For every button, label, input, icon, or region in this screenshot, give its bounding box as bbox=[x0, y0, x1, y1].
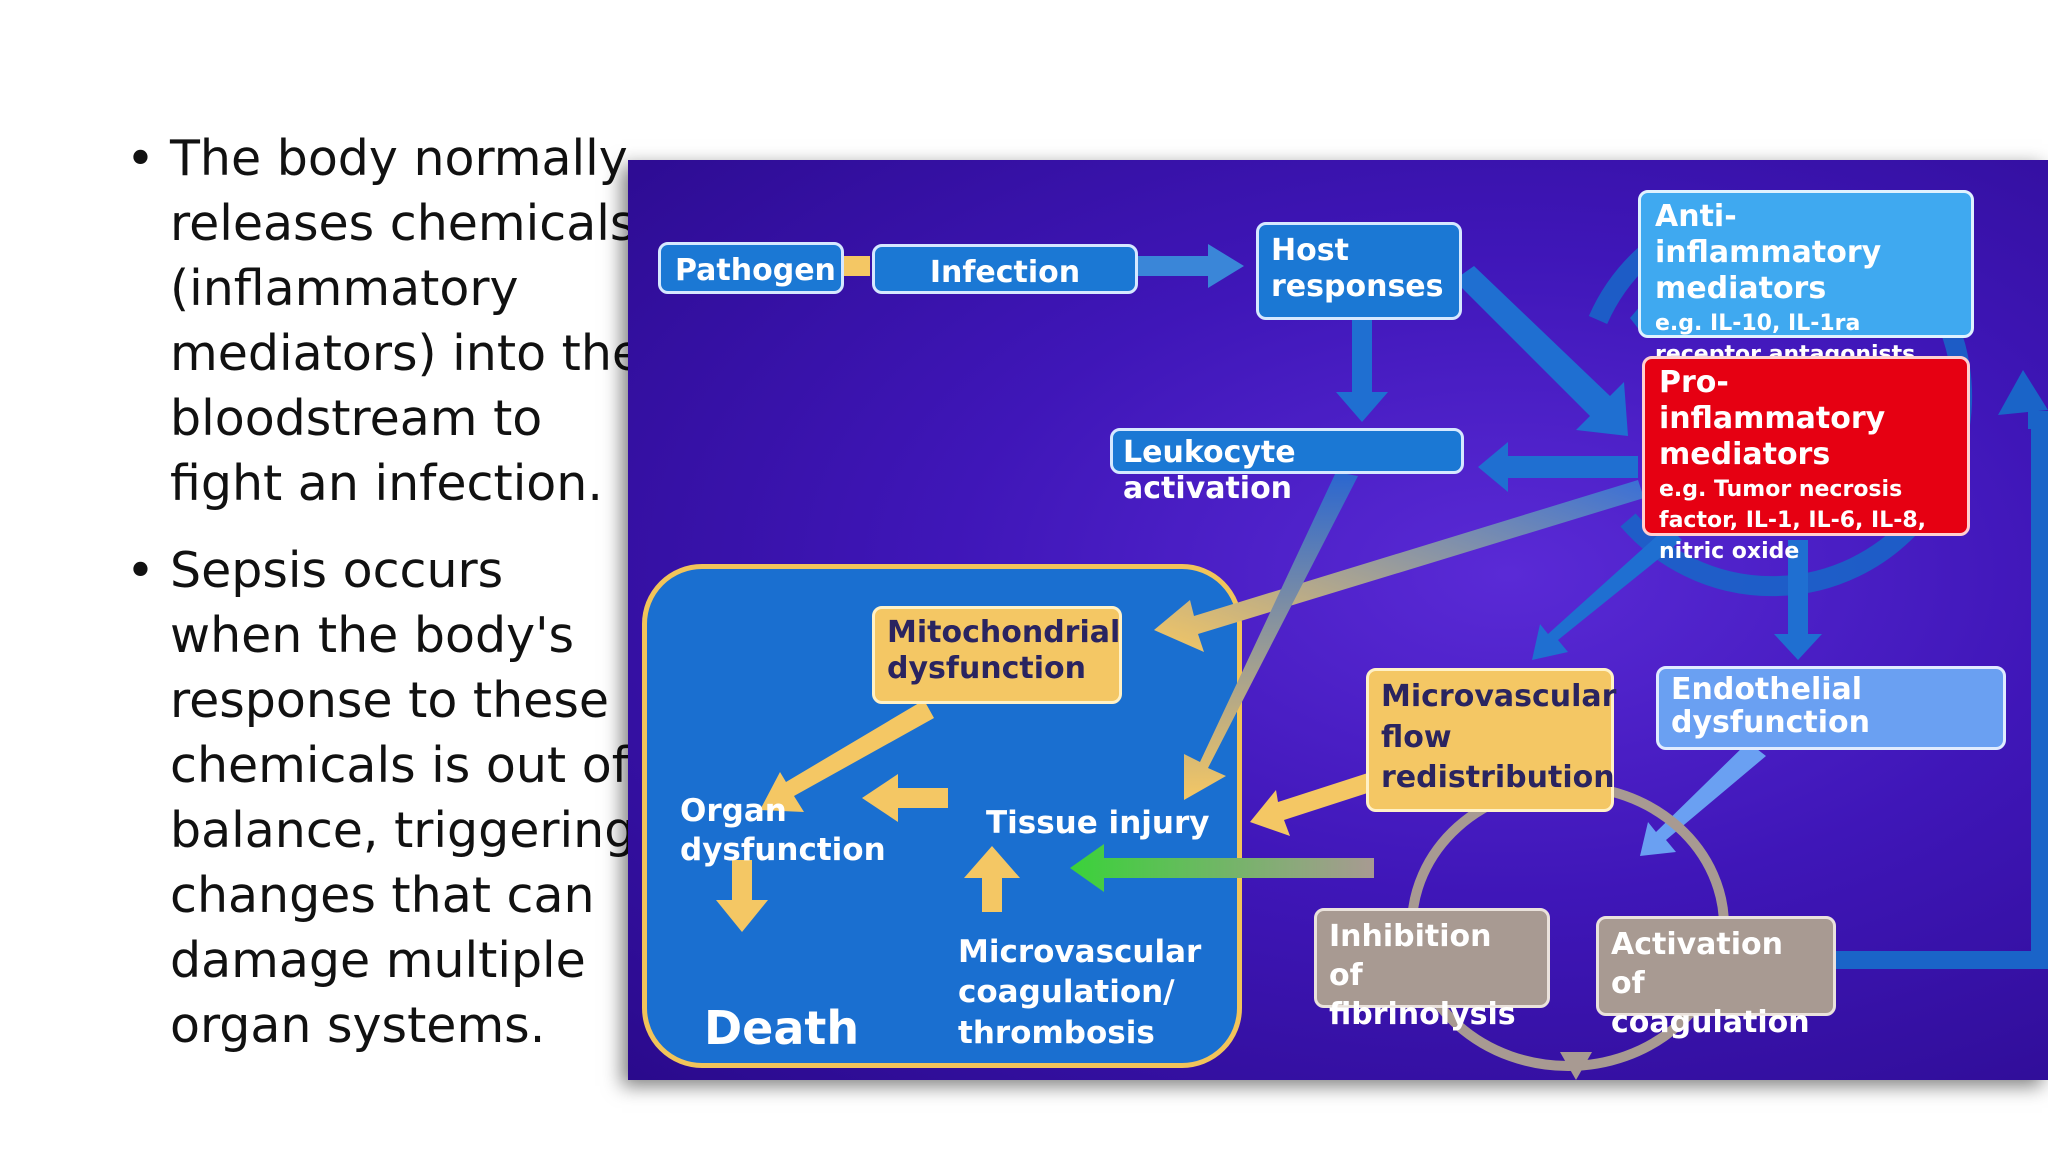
arrow-host-pro bbox=[1454, 266, 1628, 436]
activation-coagulation-label: Activation of coagulation bbox=[1611, 927, 1810, 1040]
arrow-pro-flow bbox=[1532, 526, 1682, 660]
infection-node: Infection bbox=[872, 244, 1138, 294]
mitochondrial-dysfunction-label: Mitochondrial dysfunction bbox=[887, 615, 1121, 686]
inhibition-fibrinolysis-node: Inhibition of fibrinolysis bbox=[1314, 908, 1550, 1032]
pro-inflammatory-detail: e.g. Tumor necrosis factor, IL-1, IL-6, … bbox=[1659, 477, 1927, 564]
activation-coagulation-node: Activation of coagulation bbox=[1596, 916, 1836, 1040]
arrow-infection-host bbox=[1138, 244, 1244, 288]
tissue-injury-label: Tissue injury bbox=[986, 805, 1210, 841]
arrow-pro-coagulation-path bbox=[1788, 411, 2048, 969]
arrow-endothelial-loop bbox=[1640, 742, 1766, 856]
mitochondrial-dysfunction-node: Mitochondrial dysfunction bbox=[872, 606, 1122, 704]
ring-arrowhead bbox=[1998, 370, 2048, 415]
bullet-text: The body normally releases chemicals (in… bbox=[170, 130, 643, 512]
arrow-pro-endothelial bbox=[1774, 540, 1822, 660]
pathogen-node: Pathogen bbox=[658, 242, 844, 294]
infection-label: Infection bbox=[929, 255, 1081, 290]
bullet-item: • The body normally releases chemicals (… bbox=[126, 126, 646, 516]
bullet-symbol: • bbox=[126, 130, 155, 187]
arrow-host-leukocyte bbox=[1336, 320, 1388, 422]
ellipse-arrow-bottom bbox=[1560, 1052, 1592, 1080]
bullet-symbol: • bbox=[126, 542, 155, 599]
endothelial-dysfunction-label: Endothelial dysfunction bbox=[1671, 672, 1871, 740]
anti-inflammatory-node: Anti-inflammatory mediators e.g. IL-10, … bbox=[1638, 190, 1974, 367]
arrow-coag-tissue bbox=[964, 846, 1020, 912]
arrow-pro-leukocyte bbox=[1478, 442, 1638, 492]
host-responses-node: Host responses bbox=[1256, 222, 1462, 320]
pro-inflammatory-title: Pro-inflammatory mediators bbox=[1659, 365, 1886, 472]
arrow-organ-death bbox=[716, 860, 768, 932]
sepsis-pathway-diagram: Pathogen Infection Host responses Anti-i… bbox=[628, 160, 2048, 1080]
arrow-mito-organ bbox=[760, 700, 934, 812]
arrow-tissue-organ bbox=[898, 788, 948, 808]
pathogen-infection-connector bbox=[842, 256, 870, 276]
anti-inflammatory-title: Anti-inflammatory mediators bbox=[1655, 199, 1882, 306]
inhibition-fibrinolysis-label: Inhibition of fibrinolysis bbox=[1329, 919, 1516, 1032]
pathogen-label: Pathogen bbox=[675, 253, 836, 288]
pro-inflammatory-node: Pro-inflammatory mediators e.g. Tumor ne… bbox=[1642, 356, 1970, 564]
death-label: Death bbox=[704, 1001, 860, 1055]
arrow-tissue-organ-head bbox=[862, 774, 898, 822]
endothelial-dysfunction-node: Endothelial dysfunction bbox=[1656, 666, 2006, 750]
diagram-arrows bbox=[716, 196, 2048, 1080]
organ-dysfunction-label: Organ dysfunction bbox=[680, 793, 886, 868]
host-responses-label: Host responses bbox=[1271, 233, 1444, 304]
arrow-leukocyte-tissue bbox=[1184, 472, 1358, 800]
arrow-inhibition-coag bbox=[1070, 844, 1374, 892]
bullet-item: • Sepsis occurs when the body's response… bbox=[126, 538, 646, 1058]
bullet-text: Sepsis occurs when the body's response t… bbox=[170, 542, 636, 1054]
microvascular-coagulation-label: Microvascular coagulation/ thrombosis bbox=[958, 934, 1202, 1051]
leukocyte-activation-label: Leukocyte activation bbox=[1123, 435, 1296, 506]
bullet-list: • The body normally releases chemicals (… bbox=[126, 126, 646, 1080]
microvascular-flow-label: Microvascular flow redistribution bbox=[1381, 679, 1617, 795]
microvascular-flow-node: Microvascular flow redistribution bbox=[1366, 668, 1617, 812]
leukocyte-activation-node: Leukocyte activation bbox=[1110, 428, 1464, 506]
